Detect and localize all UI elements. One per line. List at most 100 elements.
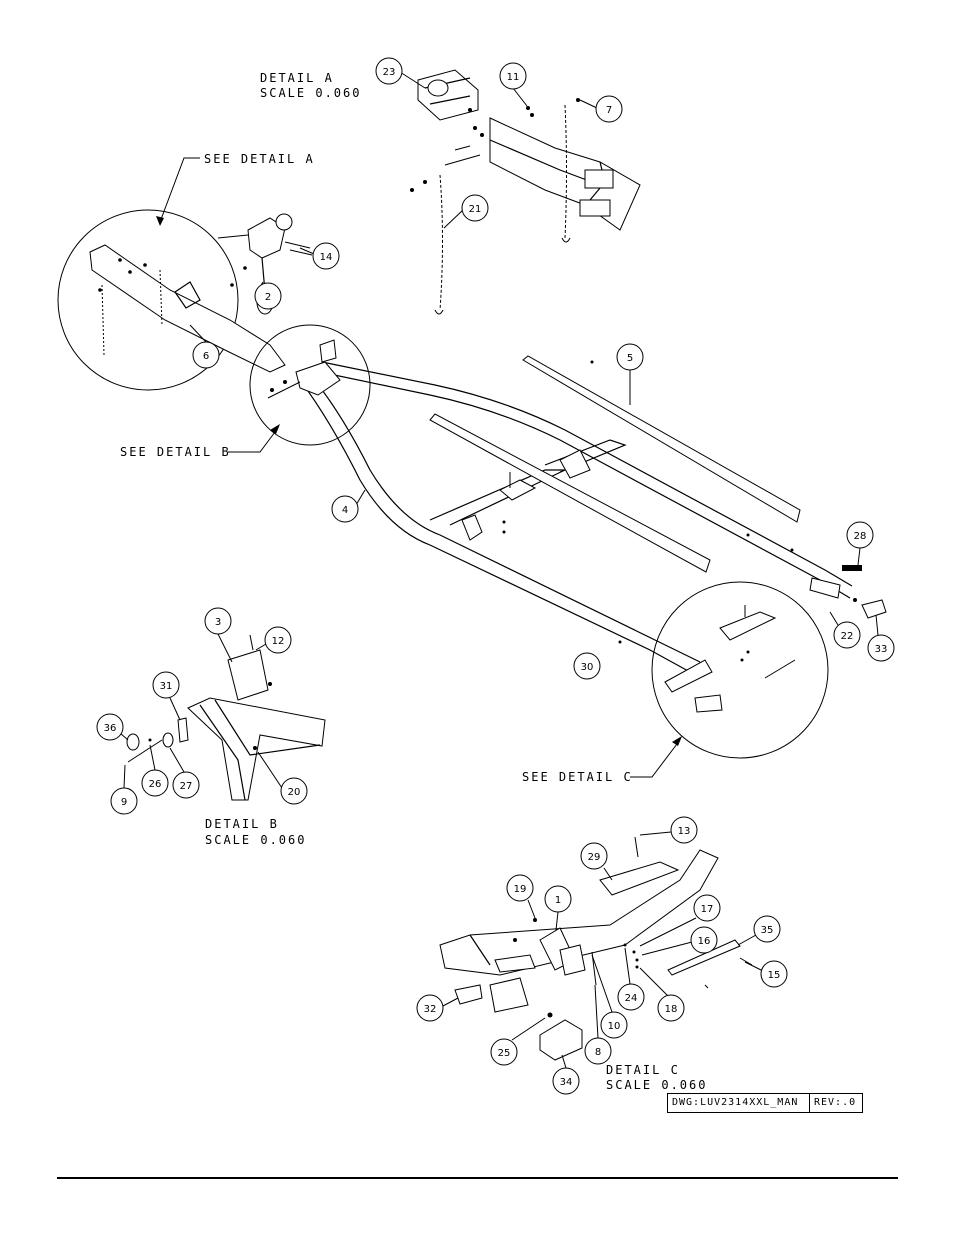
svg-text:28: 28 <box>854 531 867 542</box>
callout-11: 11 <box>499 62 527 90</box>
see-detail-a-label: SEE DETAIL A <box>204 152 315 166</box>
svg-text:18: 18 <box>665 1004 678 1015</box>
callout-21: 21 <box>461 194 489 222</box>
callout-33: 33 <box>867 634 895 662</box>
main-frame <box>295 355 887 673</box>
callout-23: 23 <box>375 57 403 85</box>
callout-22: 22 <box>833 621 861 649</box>
svg-text:35: 35 <box>761 925 774 936</box>
svg-text:5: 5 <box>627 353 633 364</box>
detail-a-label: DETAIL A <box>260 71 334 85</box>
drawing-number: DWG:LUV2314XXL_MAN <box>668 1094 810 1112</box>
svg-text:27: 27 <box>180 781 193 792</box>
svg-text:25: 25 <box>498 1048 511 1059</box>
detail-c-label: DETAIL C <box>606 1063 680 1077</box>
svg-text:22: 22 <box>841 631 854 642</box>
callout-17: 17 <box>693 894 721 922</box>
callout-4: 4 <box>331 495 359 523</box>
svg-text:1: 1 <box>555 895 561 906</box>
svg-text:21: 21 <box>469 204 482 215</box>
detail-a-drawing <box>410 69 641 315</box>
callout-28: 28 <box>846 521 874 549</box>
callout-27: 27 <box>172 771 200 799</box>
svg-text:17: 17 <box>701 904 714 915</box>
callout-32: 32 <box>416 994 444 1022</box>
detail-a-scale: SCALE 0.060 <box>260 86 361 100</box>
svg-text:10: 10 <box>608 1021 621 1032</box>
detail-c-circle <box>651 581 829 759</box>
svg-text:16: 16 <box>698 936 711 947</box>
callout-12: 12 <box>264 626 292 654</box>
svg-text:3: 3 <box>215 617 221 628</box>
revision: REV:.0 <box>814 1097 857 1108</box>
callout-24: 24 <box>617 983 645 1011</box>
detail-c-scale: SCALE 0.060 <box>606 1078 707 1092</box>
detail-a-circle <box>57 209 286 391</box>
detail-b-label: DETAIL B <box>205 817 279 831</box>
svg-text:13: 13 <box>678 826 691 837</box>
callout-8: 8 <box>584 1037 612 1065</box>
svg-text:6: 6 <box>203 351 209 362</box>
callout-7: 7 <box>595 95 623 123</box>
svg-text:31: 31 <box>160 681 173 692</box>
callout-31: 31 <box>152 671 180 699</box>
callout-26: 26 <box>141 769 169 797</box>
detail-b-scale: SCALE 0.060 <box>205 833 306 847</box>
callout-13: 13 <box>670 816 698 844</box>
see-detail-c-callout: SEE DETAIL C <box>522 736 682 784</box>
see-detail-b-label: SEE DETAIL B <box>120 445 231 459</box>
detail-b-title: DETAIL B SCALE 0.060 <box>205 817 306 847</box>
svg-text:15: 15 <box>768 970 781 981</box>
svg-text:24: 24 <box>625 993 638 1004</box>
svg-text:29: 29 <box>588 852 601 863</box>
callout-5: 5 <box>616 343 644 371</box>
callout-15: 15 <box>760 960 788 988</box>
callout-20: 20 <box>280 777 308 805</box>
svg-text:11: 11 <box>507 72 520 83</box>
callout-18: 18 <box>657 994 685 1022</box>
detail-c-title: DETAIL C SCALE 0.060 <box>606 1063 707 1092</box>
svg-text:33: 33 <box>875 644 888 655</box>
callout-29: 29 <box>580 842 608 870</box>
svg-text:12: 12 <box>272 636 285 647</box>
callout-19: 19 <box>506 874 534 902</box>
svg-text:4: 4 <box>342 505 348 516</box>
svg-text:8: 8 <box>595 1047 601 1058</box>
svg-text:32: 32 <box>424 1004 437 1015</box>
callout-35: 35 <box>753 915 781 943</box>
see-detail-c-label: SEE DETAIL C <box>522 770 633 784</box>
see-detail-b-callout: SEE DETAIL B <box>120 424 280 459</box>
svg-text:36: 36 <box>104 723 117 734</box>
svg-text:30: 30 <box>581 662 594 673</box>
detail-a-title: DETAIL A SCALE 0.060 <box>260 71 361 100</box>
see-detail-a-callout: SEE DETAIL A <box>156 152 315 226</box>
callout-bubbles: 23 11 7 21 14 2 6 5 4 28 22 33 30 <box>96 57 895 1095</box>
footer-rule <box>57 1177 898 1179</box>
detail-c-drawing <box>439 836 753 1061</box>
detail-b-drawing <box>126 634 326 801</box>
callout-3: 3 <box>204 607 232 635</box>
callout-25: 25 <box>490 1038 518 1066</box>
svg-text:34: 34 <box>560 1077 573 1088</box>
callout-36: 36 <box>96 713 124 741</box>
callout-30: 30 <box>573 652 601 680</box>
detail-b-circle <box>249 324 371 446</box>
callout-1: 1 <box>544 885 572 913</box>
svg-text:2: 2 <box>265 292 271 303</box>
svg-text:9: 9 <box>121 797 127 808</box>
callout-14: 14 <box>312 242 340 270</box>
svg-text:14: 14 <box>320 252 333 263</box>
callout-9: 9 <box>110 787 138 815</box>
svg-text:23: 23 <box>383 67 396 78</box>
title-block: DWG:LUV2314XXL_MAN REV:.0 <box>667 1093 863 1113</box>
callout-34: 34 <box>552 1067 580 1095</box>
svg-text:26: 26 <box>149 779 162 790</box>
svg-text:19: 19 <box>514 884 527 895</box>
callout-2: 2 <box>254 282 282 310</box>
callout-6: 6 <box>192 341 220 369</box>
svg-text:7: 7 <box>606 105 612 116</box>
svg-text:20: 20 <box>288 787 301 798</box>
callout-16: 16 <box>690 926 718 954</box>
callout-10: 10 <box>600 1011 628 1039</box>
